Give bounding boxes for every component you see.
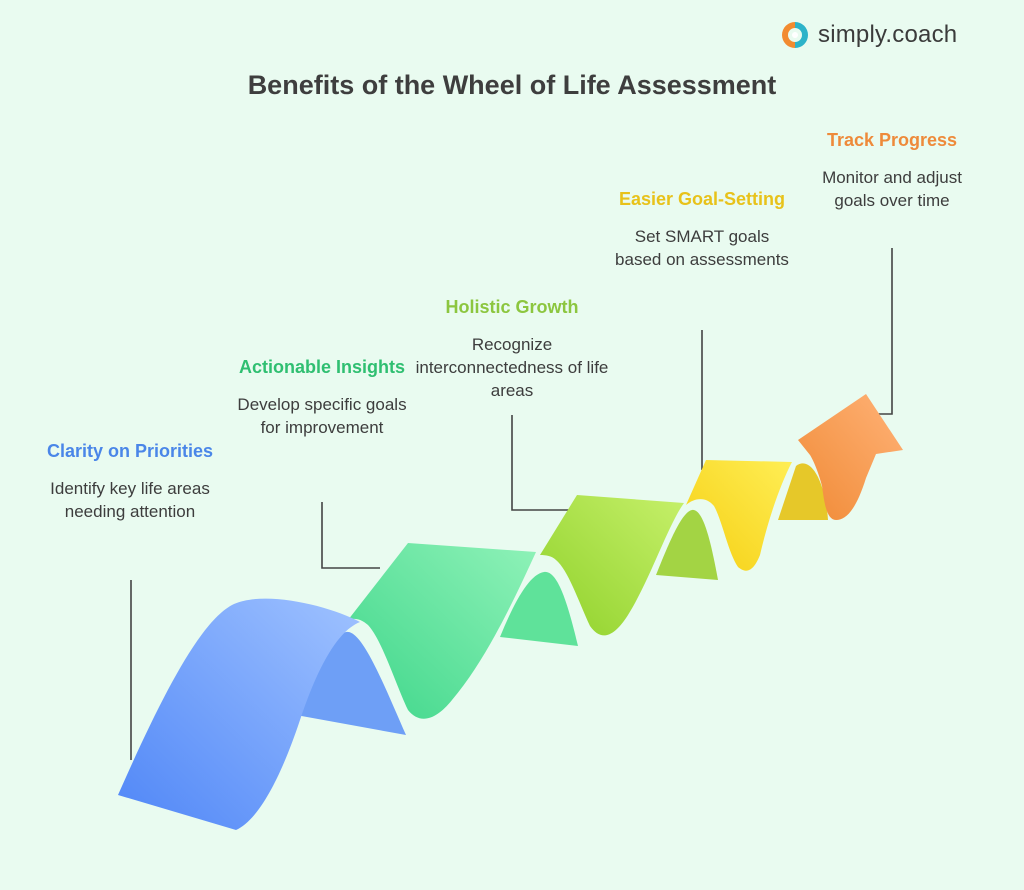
stage-description: Set SMART goals based on assessments — [615, 227, 789, 269]
ribbon-segment-blue — [118, 598, 360, 830]
connector-line-5 — [876, 248, 893, 415]
stage-title: Holistic Growth — [445, 297, 579, 317]
ribbon-segment-yellow — [656, 460, 792, 580]
stage-goal-setting: Easier Goal-Setting Set SMART goals base… — [612, 188, 792, 271]
brand: simply.coach — [780, 20, 957, 50]
stage-title: Easier Goal-Setting — [618, 189, 786, 209]
stage-title: Actionable Insights — [238, 357, 406, 377]
stage-actionable: Actionable Insights Develop specific goa… — [232, 356, 412, 439]
page-title: Benefits of the Wheel of Life Assessment — [247, 70, 777, 100]
brand-name: simply.coach — [818, 21, 958, 48]
ribbon-segment-orange — [778, 394, 903, 520]
simply-coach-logo-icon — [782, 22, 808, 48]
stage-description: Monitor and adjust goals over time — [822, 168, 962, 210]
stage-holistic: Holistic Growth Recognize interconnected… — [412, 296, 612, 402]
ribbon-segment-lime — [500, 495, 684, 646]
stage-title: Track Progress — [826, 130, 958, 150]
connector-lines — [130, 248, 893, 760]
stage-track-progress: Track Progress Monitor and adjust goals … — [800, 129, 984, 212]
stage-title: Clarity on Priorities — [46, 441, 214, 461]
stage-clarity: Clarity on Priorities Identify key life … — [40, 440, 220, 523]
stage-description: Develop specific goals for improvement — [237, 395, 407, 437]
connector-line-2 — [321, 502, 380, 569]
stage-description: Identify key life areas needing attentio… — [50, 479, 210, 521]
stage-description: Recognize interconnectedness of life are… — [415, 335, 609, 400]
connector-line-3 — [511, 415, 570, 511]
